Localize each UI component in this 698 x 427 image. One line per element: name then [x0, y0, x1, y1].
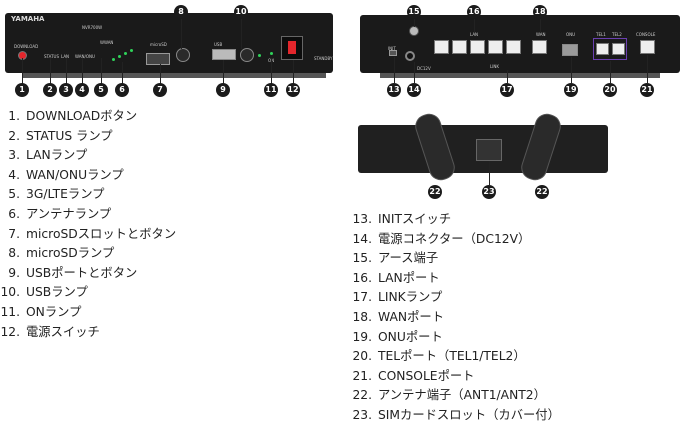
onu-port[interactable]	[562, 44, 578, 56]
microsd-button[interactable]	[176, 48, 190, 62]
callout-10: 10	[234, 5, 248, 19]
dc-power-connector[interactable]	[405, 51, 415, 61]
callout-6: 6	[115, 83, 129, 97]
callout-22-left: 22	[428, 185, 442, 199]
callout-23: 23	[482, 185, 496, 199]
callout-2: 2	[43, 83, 57, 97]
lan-port[interactable]	[452, 40, 467, 54]
legend-left-list: 1.DOWNLOADボタン 2.STATUS ランプ 3.LANランプ 4.WA…	[0, 107, 176, 342]
callout-15: 15	[407, 5, 421, 19]
wan-port[interactable]	[532, 40, 547, 54]
link-label: LINK	[490, 64, 500, 69]
callout-12: 12	[286, 83, 300, 97]
callout-16: 16	[467, 5, 481, 19]
init-switch[interactable]	[389, 50, 397, 56]
wwan-label: WWAN	[100, 40, 114, 45]
callout-17: 17	[500, 83, 514, 97]
list-item: 16.LANポート	[352, 270, 440, 285]
lan-port[interactable]	[434, 40, 449, 54]
list-item: 23.SIMカードスロット（カバー付）	[352, 407, 560, 422]
status-led-label: STATUS	[44, 54, 60, 59]
callout-5: 5	[94, 83, 108, 97]
front-panel-illustration: YAMAHA NVR700W DOWNLOAD STATUS LAN WAN/O…	[0, 0, 340, 105]
list-item: 19.ONUポート	[352, 329, 443, 344]
console-port[interactable]	[640, 40, 655, 54]
usb-label: USB	[214, 42, 223, 47]
callout-20: 20	[603, 83, 617, 97]
lan-port[interactable]	[506, 40, 521, 54]
callout-4: 4	[75, 83, 89, 97]
dc-label: DC12V	[417, 66, 431, 71]
lan-led-label: LAN	[61, 54, 70, 59]
lan-port[interactable]	[488, 40, 503, 54]
list-item: 4.WAN/ONUランプ	[8, 167, 124, 182]
callout-8: 8	[174, 5, 188, 19]
callout-19: 19	[564, 83, 578, 97]
brand-logo: YAMAHA	[11, 15, 45, 23]
list-item: 17.LINKランプ	[352, 290, 443, 305]
sim-slot-cover[interactable]	[476, 139, 502, 161]
callout-11: 11	[264, 83, 278, 97]
usb-led	[258, 54, 261, 57]
callout-22-right: 22	[535, 185, 549, 199]
rear-onu-label: ONU	[566, 32, 576, 37]
callout-18: 18	[533, 5, 547, 19]
model-badge: NVR700W	[82, 25, 103, 30]
console-label: CONSOLE	[636, 32, 656, 37]
download-label: DOWNLOAD	[14, 44, 39, 49]
callout-1: 1	[15, 83, 29, 97]
standby-label: STANDBY	[314, 56, 333, 61]
list-item: 6.アンテナランプ	[8, 206, 112, 221]
list-item: 14.電源コネクター（DC12V）	[352, 231, 531, 246]
callout-9: 9	[216, 83, 230, 97]
usb-button[interactable]	[240, 48, 254, 62]
callout-14: 14	[407, 83, 421, 97]
usb-port[interactable]	[212, 49, 236, 60]
power-switch[interactable]	[281, 36, 303, 60]
microsd-slot[interactable]	[146, 53, 170, 65]
tel1-port[interactable]	[596, 43, 609, 55]
list-item: 18.WANポート	[352, 309, 444, 324]
list-item: 5.3G/LTEランプ	[8, 187, 105, 202]
list-item: 9.USBポートとボタン	[8, 265, 138, 280]
init-label: INIT	[388, 46, 396, 51]
list-item: 2.STATUS ランプ	[8, 128, 113, 143]
list-item: 7.microSDスロットとボタン	[8, 226, 177, 241]
ground-terminal[interactable]	[409, 26, 419, 36]
bottom-view-illustration: 22 23 22	[340, 105, 698, 205]
tel1-label: TEL1	[596, 32, 606, 37]
list-item: 12.電源スイッチ	[0, 324, 100, 339]
rear-lan-label: LAN	[470, 32, 479, 37]
list-item: 11.ONランプ	[0, 304, 82, 319]
lan-port[interactable]	[470, 40, 485, 54]
tel2-label: TEL2	[612, 32, 622, 37]
list-item: 10.USBランプ	[0, 285, 88, 300]
callout-13: 13	[387, 83, 401, 97]
tel-ports	[593, 38, 627, 60]
microsd-label: microSD	[150, 42, 167, 47]
list-item: 8.microSDランプ	[8, 246, 115, 261]
callout-21: 21	[640, 83, 654, 97]
list-item: 20.TELポート（TEL1/TEL2）	[352, 349, 526, 364]
rear-panel-illustration: INIT DC12V LAN LINK WAN ONU TEL1 TEL2 CO…	[340, 0, 698, 105]
list-item: 15.アース端子	[352, 251, 439, 266]
callout-3: 3	[59, 83, 73, 97]
tel2-port[interactable]	[612, 43, 625, 55]
list-item: 3.LANランプ	[8, 148, 88, 163]
list-item: 13.INITスイッチ	[352, 212, 452, 226]
on-led	[270, 52, 273, 55]
rear-wan-label: WAN	[536, 32, 546, 37]
callout-7: 7	[153, 83, 167, 97]
legend-right-list: 13.INITスイッチ 14.電源コネクター（DC12V） 15.アース端子 1…	[352, 210, 560, 426]
list-item: 1.DOWNLOADボタン	[8, 109, 138, 123]
list-item: 21.CONSOLEポート	[352, 368, 475, 383]
list-item: 22.アンテナ端子（ANT1/ANT2）	[352, 388, 546, 403]
wanonu-led-label: WAN/ONU	[75, 54, 95, 59]
